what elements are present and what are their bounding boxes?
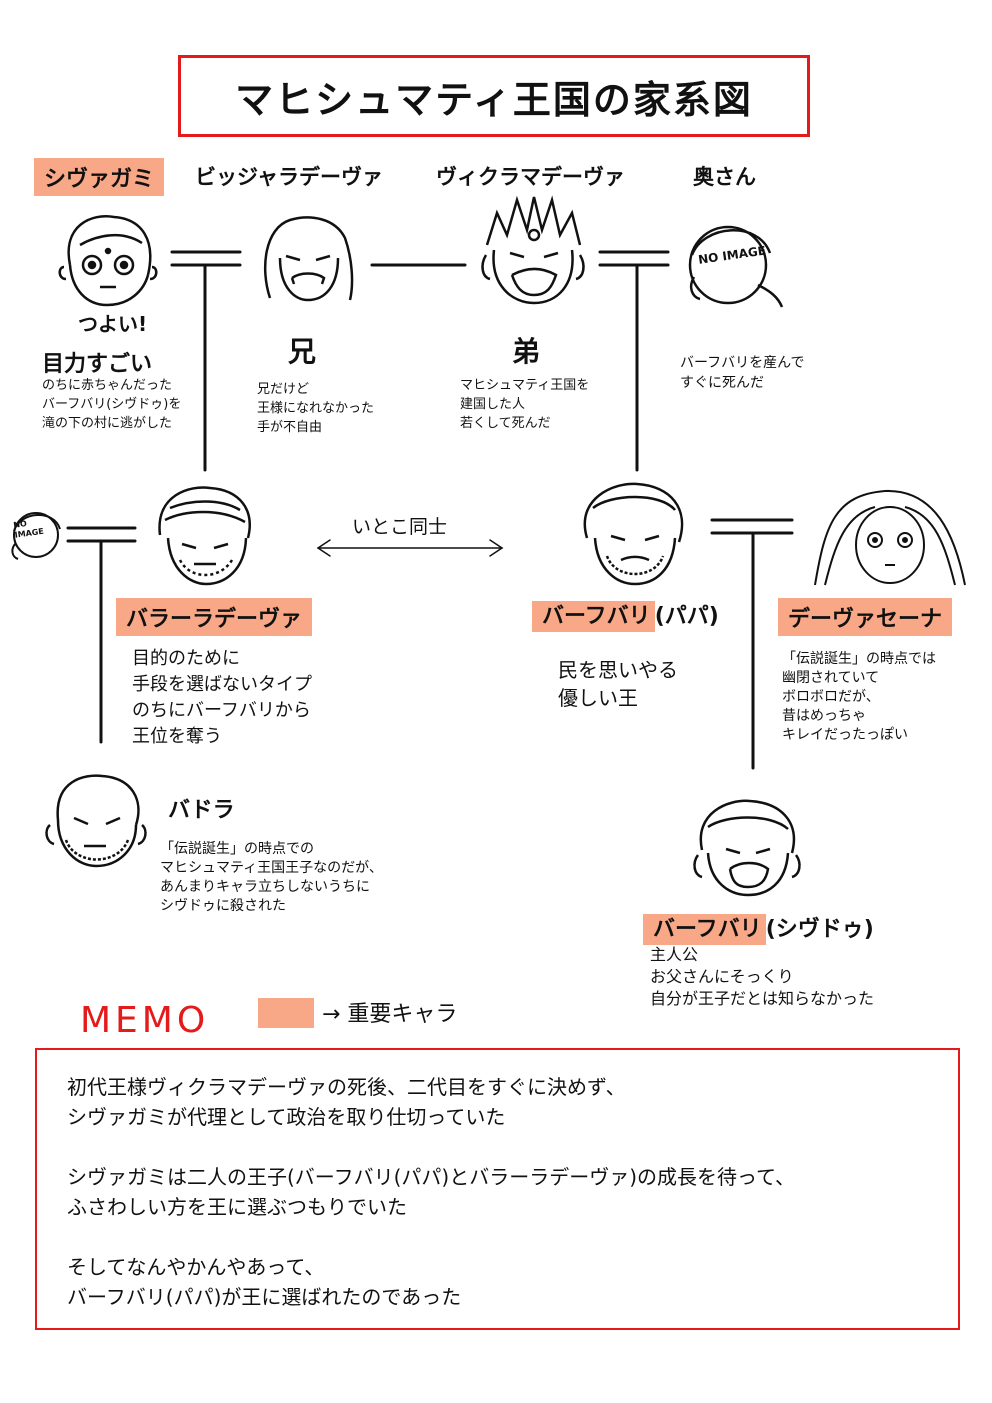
legend-swatch (258, 998, 314, 1028)
vikrama-relation: 弟 (512, 335, 541, 368)
devasena-desc: 「伝説誕生」の時点では 幽閉されていて ボロボロだが、 昔はめっちゃ キレイだっ… (782, 651, 936, 743)
vikrama-face-icon (481, 195, 585, 305)
sivagami-face-icon (58, 215, 158, 307)
bijjala-relation: 兄 (288, 335, 317, 368)
shivudu-face-icon (693, 799, 801, 897)
name-bhalla: バラーラデーヴァ (116, 598, 313, 636)
bhadra-face-icon (45, 774, 147, 868)
sivagami-desc: のちに赤ちゃんだった バーフバリ(シヴドゥ)を 滝の下の村に逃がした (42, 378, 182, 431)
name-sivagami: シヴァガミ (34, 158, 165, 196)
name-bijjala: ビッジャラデーヴァ (195, 165, 383, 189)
cousins-label: いとこ同士 (352, 516, 448, 538)
memo-title: MEMO (80, 1000, 210, 1041)
bhalla-face-icon (158, 486, 251, 586)
shivudu-suffix: (シヴドゥ) (765, 917, 874, 942)
bijjala-face-icon (263, 216, 354, 302)
baahubali-papa-face-icon (583, 482, 684, 586)
baahubali-papa-desc: 民を思いやる 優しい王 (558, 658, 678, 710)
name-devasena: デーヴァセーナ (778, 598, 953, 636)
bhalla-desc: 目的のために 手段を選ばないタイプ のちにバーフバリから 王位を奪う (132, 648, 312, 747)
wife-no-image-icon (688, 225, 784, 308)
bhadra-desc: 「伝説誕生」の時点での マヒシュマティ王国王子なのだが、 あんまりキャラ立ちしな… (160, 841, 383, 914)
name-baahubali-papa: バーフバリ(パパ) (522, 595, 729, 633)
name-shivudu: バーフバリ(シヴドゥ) (633, 908, 884, 946)
vikrama-desc: マヒシュマティ王国を 建国した人 若くして死んだ (460, 378, 590, 431)
sivagami-tagline: 目力すごい (42, 352, 153, 377)
page-title: マヒシュマティ王国の家系図 (235, 77, 753, 122)
sivagami-catchphrase: つよい! (78, 312, 148, 336)
name-vikrama: ヴィクラマデーヴァ (436, 165, 625, 189)
shivudu-desc: 主人公 お父さんにそっくり 自分が王子だとは知らなかった (650, 945, 875, 1008)
shivudu-name: バーフバリ (643, 914, 766, 945)
devasena-face-icon (814, 489, 966, 586)
memo-box: 初代王様ヴィクラマデーヴァの死後、二代目をすぐに決めず、 シヴァガミが代理として… (35, 1048, 960, 1330)
baahubali-papa-suffix: (パパ) (654, 604, 719, 629)
bhalla-mother-no-image-icon (11, 512, 61, 560)
title-frame: マヒシュマティ王国の家系図 (178, 55, 810, 137)
bijjala-desc: 兄だけど 王様になれなかった 手が不自由 (257, 382, 375, 435)
legend-text: → 重要キャラ (322, 1002, 458, 1027)
wife-desc: バーフバリを産んで すぐに死んだ (680, 355, 805, 391)
name-bhadra: バドラ (168, 798, 235, 823)
baahubali-papa-name: バーフバリ (532, 601, 655, 632)
name-wife: 奥さん (693, 165, 756, 189)
